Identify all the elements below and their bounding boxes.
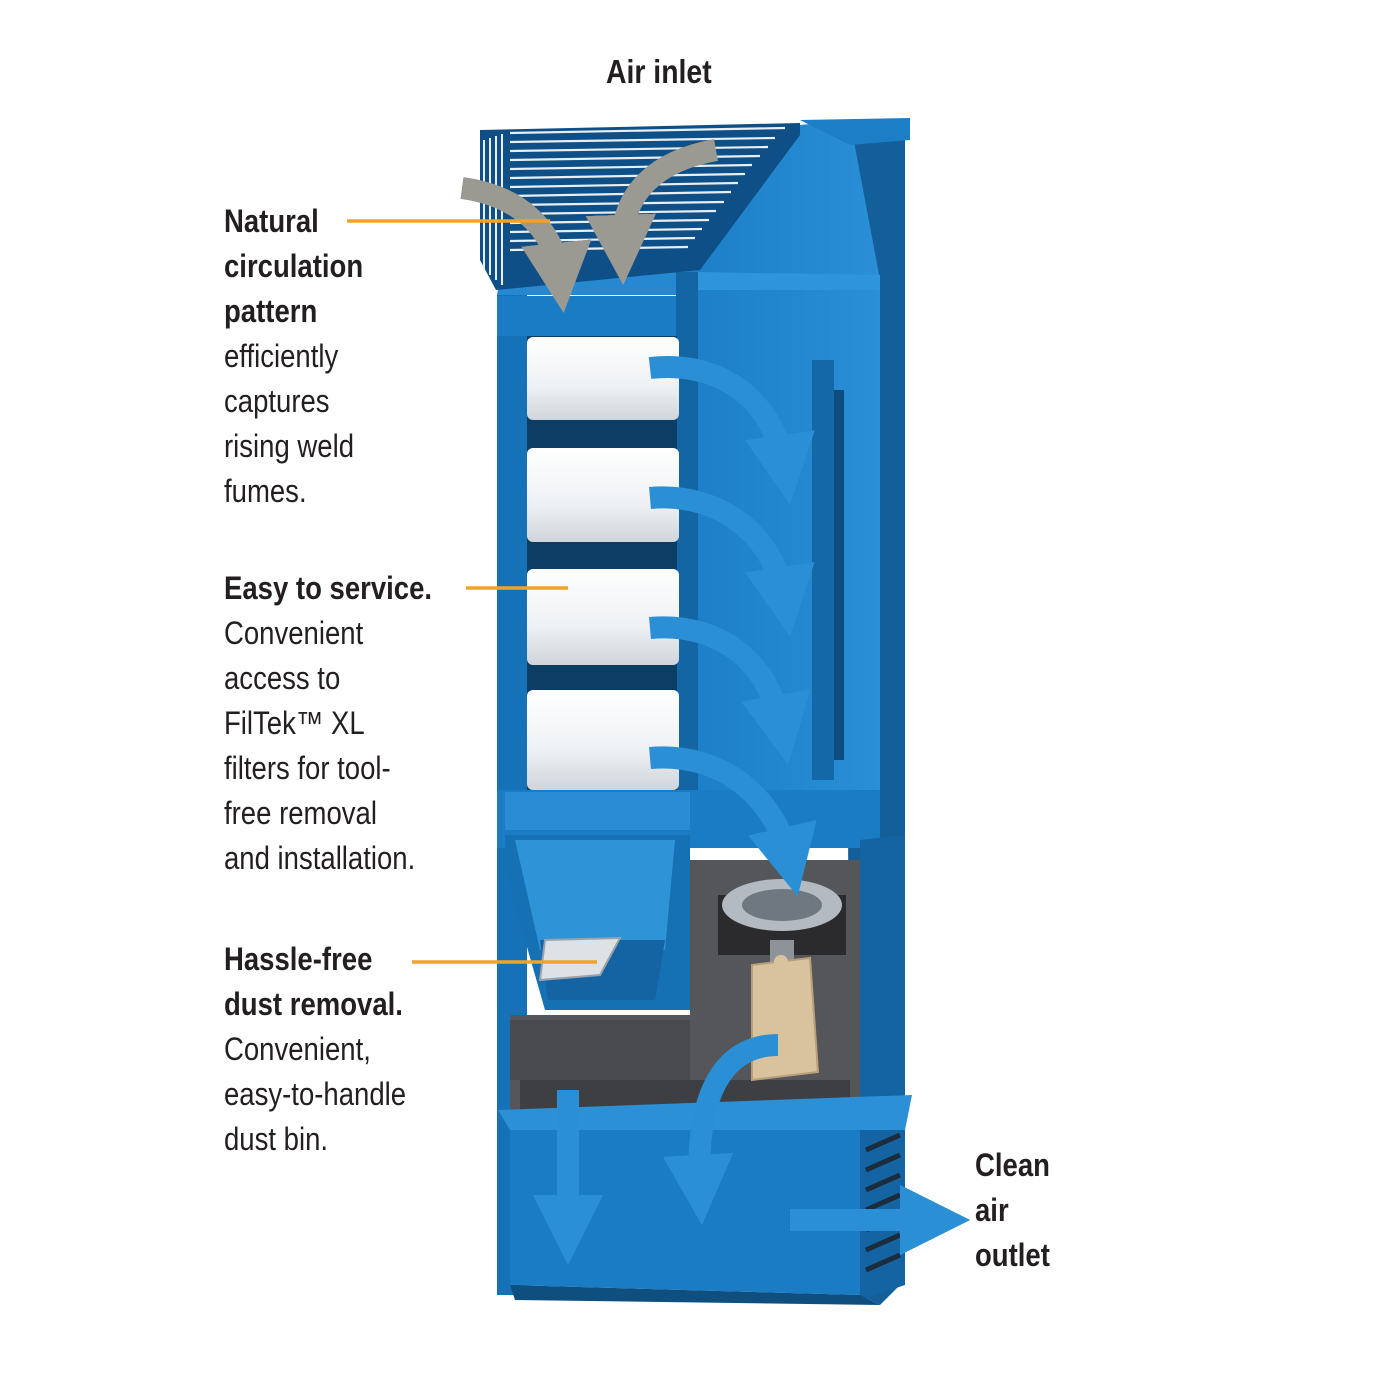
inlet-arrow [585,139,719,286]
callout-heading: Natural [224,203,319,239]
callout-heading: circulation [224,248,364,284]
airflow-arrow [648,356,815,505]
callout-body: captures [224,383,330,419]
callout-circulation: Natural circulation pattern efficiently … [224,199,363,514]
callout-body: Convenient, [224,1031,371,1067]
callout-body: easy-to-handle [224,1076,407,1112]
leader-lines [347,219,597,964]
callout-body: and installation. [224,840,416,876]
callout-body: dust bin. [224,1121,329,1157]
airflow-arrow [649,616,811,765]
inlet-arrow [460,177,592,314]
callout-dust: Hassle-free dust removal. Convenient, ea… [224,937,406,1162]
filter-cartridge [527,448,679,542]
callout-service: Easy to service. Convenient access to Fi… [224,566,432,881]
filter-cartridge [527,337,679,420]
filter-stack [527,337,679,790]
filter-cartridge [527,569,679,665]
callout-body: free removal [224,795,377,831]
airflow-arrow [649,746,817,897]
dust-tray [538,936,622,982]
callout-heading: dust removal. [224,986,403,1022]
callout-body: filters for tool- [224,750,391,786]
callout-heading: pattern [224,293,318,329]
callout-body: Convenient [224,615,364,651]
inlet-flow-arrows [460,139,719,314]
callout-body: rising weld [224,428,355,464]
outlet-label-line: outlet [975,1237,1050,1273]
callout-body: fumes. [224,473,307,509]
filter-cartridge [527,690,679,790]
outlet-label-line: Clean [975,1147,1050,1183]
airflow-arrow [662,1034,779,1226]
airflow-arrows [532,356,971,1266]
callout-heading: Easy to service. [224,570,433,606]
dust-bin [751,956,820,1082]
callout-heading: Hassle-free [224,941,373,977]
outlet-label-line: air [975,1192,1009,1228]
callout-body: access to [224,660,341,696]
air-inlet-label: Air inlet [606,53,712,90]
callout-body: FilTek™ XL [224,705,365,741]
airflow-arrow [649,486,815,637]
clean-air-outlet-label: Clean air outlet [975,1143,1050,1278]
callout-body: efficiently [224,338,339,374]
